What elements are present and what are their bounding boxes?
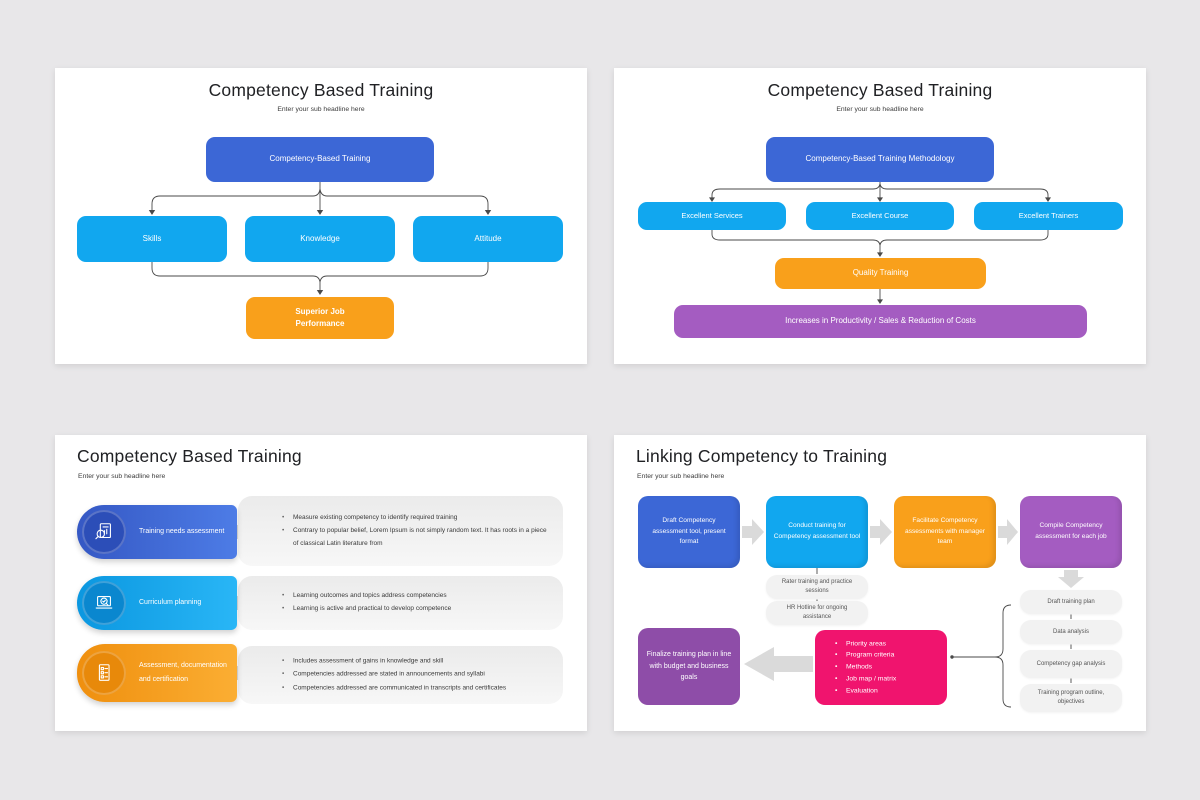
phase-label: Training needs assessment xyxy=(139,528,225,535)
branch-box-label: Excellent Trainers xyxy=(1018,211,1079,221)
support-box: HR Hotline for ongoing assistance xyxy=(766,601,868,625)
support-label: HR Hotline for ongoing assistance xyxy=(786,605,848,620)
step-label: Compile Competency assessment for each j… xyxy=(1035,522,1107,540)
outcome-box: Superior Job Performance xyxy=(246,297,394,339)
icon-disc xyxy=(82,510,126,554)
bullet-list: Learning outcomes and topics address com… xyxy=(282,589,547,617)
step-label: Facilitate Competency assessments with m… xyxy=(905,517,985,546)
output-label: Training program outline, objectives xyxy=(1037,690,1105,705)
bullet-item: Learning is active and practical to deve… xyxy=(282,604,547,617)
support-label: Rater training and practice sessions xyxy=(781,579,853,594)
slide-title: Competency Based Training xyxy=(767,80,993,100)
branch-box-label: Skills xyxy=(142,233,162,243)
criteria-item: Job map / matrix xyxy=(835,673,896,685)
bullet-item: Measure existing competency to identify … xyxy=(282,512,547,525)
root-box: Competency-Based Training Methodology xyxy=(766,137,994,182)
step-box-draft: Draft Competency assessment tool, presen… xyxy=(638,496,740,568)
bullet-list: Measure existing competency to identify … xyxy=(282,511,547,551)
bullet-card: Includes assessment of gains in knowledg… xyxy=(238,646,563,704)
bullet-item: Competencies addressed are communicated … xyxy=(282,682,547,695)
outcome-bar: Increases in Productivity / Sales & Redu… xyxy=(674,305,1087,338)
step-box-conduct: Conduct training for Competency assessme… xyxy=(766,496,868,568)
slide-title: Competency Based Training xyxy=(77,446,302,466)
icon-disc xyxy=(82,581,126,625)
slide-subtitle: Enter your sub headline here xyxy=(78,473,166,480)
magnifier-analysis-icon xyxy=(95,523,111,540)
finalize-label: Finalize training plan in line with budg… xyxy=(646,650,732,682)
branch-box-label: Knowledge xyxy=(300,233,340,243)
root-box-label: Competency-Based Training Methodology xyxy=(805,154,955,164)
phase-pill-training-needs: Training needs assessment xyxy=(77,505,237,559)
mid-box: Quality Training xyxy=(775,258,986,289)
bullet-list: Includes assessment of gains in knowledg… xyxy=(282,654,547,695)
slide-training-phases[interactable]: Competency Based Training Enter your sub… xyxy=(55,435,587,731)
laptop-search-icon xyxy=(95,596,113,609)
criteria-item: Methods xyxy=(835,662,896,674)
slide-title: Linking Competency to Training xyxy=(636,446,888,466)
slide-title: Competency Based Training xyxy=(208,80,434,100)
slide-subtitle: Enter your sub headline here xyxy=(637,473,725,480)
outcome-bar-label: Increases in Productivity / Sales & Redu… xyxy=(785,316,976,326)
bullet-card: Measure existing competency to identify … xyxy=(238,496,563,566)
root-box-label: Competency-Based Training xyxy=(269,154,371,164)
output-label: Draft training plan xyxy=(1047,598,1095,605)
support-box: Rater training and practice sessions xyxy=(766,575,868,599)
mid-box-label: Quality Training xyxy=(852,268,909,278)
root-box: Competency-Based Training xyxy=(206,137,434,182)
checklist-icon xyxy=(98,664,110,681)
branch-box-knowledge: Knowledge xyxy=(245,216,395,262)
criteria-list: Priority areas Program criteria Methods … xyxy=(835,638,896,697)
step-box-compile: Compile Competency assessment for each j… xyxy=(1020,496,1122,568)
branch-box-attitude: Attitude xyxy=(413,216,563,262)
criteria-item: Program criteria xyxy=(835,650,896,662)
slide-subtitle: Enter your sub headline here xyxy=(836,106,924,113)
outcome-box-label: Superior Job Performance xyxy=(295,306,345,328)
branch-box-label: Excellent Services xyxy=(681,211,743,221)
branch-box-trainers: Excellent Trainers xyxy=(974,202,1123,230)
output-box: Draft training plan xyxy=(1020,590,1122,614)
branch-box-label: Excellent Course xyxy=(851,211,909,221)
criteria-item: Evaluation xyxy=(835,685,896,697)
branch-box-label: Attitude xyxy=(474,233,502,243)
step-box-facilitate: Facilitate Competency assessments with m… xyxy=(894,496,996,568)
phase-label: Assessment, documentation and certificat… xyxy=(139,662,227,683)
bullet-item: Competencies addressed are stated in ann… xyxy=(282,669,547,682)
branch-box-services: Excellent Services xyxy=(638,202,786,230)
slide-subtitle: Enter your sub headline here xyxy=(277,106,365,113)
output-box: Training program outline, objectives xyxy=(1020,684,1122,712)
icon-disc xyxy=(82,651,126,695)
phase-pill-curriculum: Curriculum planning xyxy=(77,576,237,630)
output-label: Competency gap analysis xyxy=(1036,660,1106,667)
slide-methodology[interactable]: Competency Based Training Enter your sub… xyxy=(614,68,1146,364)
phase-pill-assessment: Assessment, documentation and certificat… xyxy=(77,644,237,702)
branch-box-skills: Skills xyxy=(77,216,227,262)
bullet-item: Contrary to popular belief, Lorem Ipsum … xyxy=(282,525,547,550)
output-box: Competency gap analysis xyxy=(1020,650,1122,678)
finalize-box: Finalize training plan in line with budg… xyxy=(638,628,740,705)
step-label: Draft Competency assessment tool, presen… xyxy=(652,517,726,546)
bullet-item: Includes assessment of gains in knowledg… xyxy=(282,655,547,668)
branch-box-course: Excellent Course xyxy=(806,202,954,230)
step-label: Conduct training for Competency assessme… xyxy=(773,522,861,540)
slide-linking-competency[interactable]: Linking Competency to Training Enter you… xyxy=(614,435,1146,731)
criteria-box: Priority areas Program criteria Methods … xyxy=(815,630,947,705)
bullet-item: Learning outcomes and topics address com… xyxy=(282,590,547,603)
criteria-item: Priority areas xyxy=(835,638,896,650)
output-box: Data analysis xyxy=(1020,620,1122,644)
bullet-card: Learning outcomes and topics address com… xyxy=(238,576,563,630)
slide-competency-hierarchy[interactable]: Competency Based Training Enter your sub… xyxy=(55,68,587,364)
output-label: Data analysis xyxy=(1052,628,1090,635)
phase-label: Curriculum planning xyxy=(139,599,202,606)
